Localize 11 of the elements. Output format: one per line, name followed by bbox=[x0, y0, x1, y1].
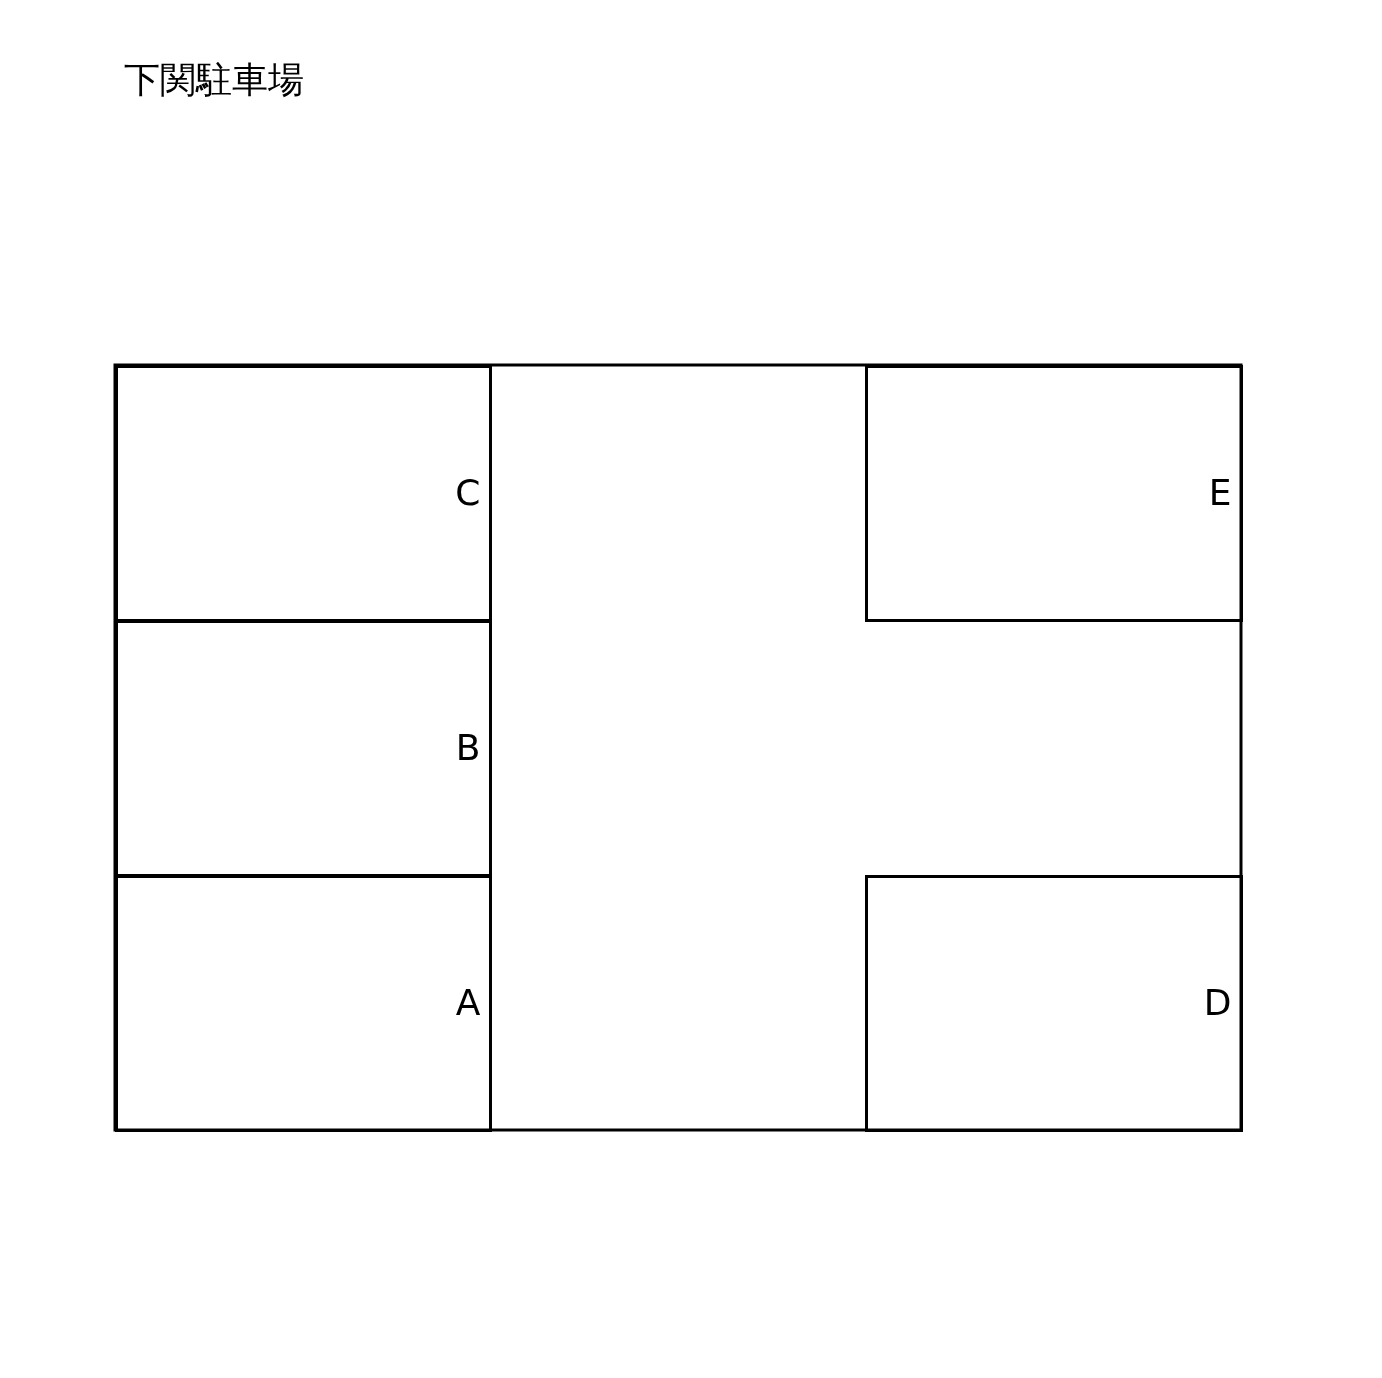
parking-space bbox=[115, 365, 492, 622]
space-label: C bbox=[455, 473, 481, 514]
space-label: D bbox=[1203, 983, 1232, 1024]
parking-space bbox=[865, 875, 1243, 1132]
space-label: B bbox=[455, 728, 481, 769]
parking-space bbox=[865, 365, 1243, 622]
space-label: E bbox=[1208, 473, 1232, 514]
parking-space bbox=[115, 620, 492, 877]
page-title: 下関駐車場 bbox=[124, 58, 304, 102]
parking-space bbox=[115, 875, 492, 1132]
space-label: A bbox=[455, 983, 481, 1024]
